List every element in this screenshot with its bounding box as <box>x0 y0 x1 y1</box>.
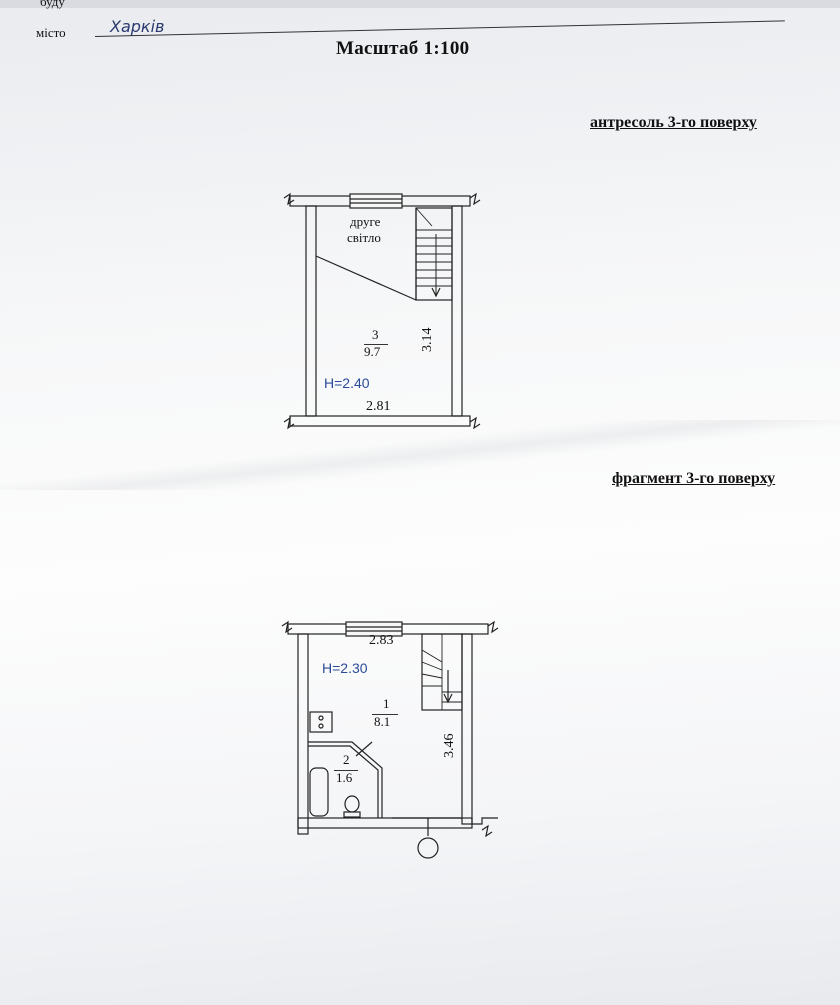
upper-bottom-wall <box>289 415 471 427</box>
upper-width-dim: 2.81 <box>366 399 391 414</box>
upper-stairs-arrow <box>431 287 441 298</box>
room1-area: 8.1 <box>374 714 391 729</box>
city-underline <box>94 20 785 37</box>
upper-left-wall <box>305 205 317 417</box>
lower-entry-circle <box>417 837 439 859</box>
lower-height: H=2.30 <box>322 660 368 676</box>
room2-fraction-line <box>334 770 358 771</box>
room1-fraction-line <box>372 714 398 715</box>
lower-window <box>345 621 403 637</box>
lower-section-title: фрагмент 3-го поверху <box>612 470 776 487</box>
lower-depth-dim: 3.46 <box>442 733 457 759</box>
lower-right-wall <box>461 633 473 825</box>
upper-break-left <box>283 192 295 206</box>
upper-depth-dim: 3.14 <box>420 327 435 353</box>
top-label: буду <box>40 0 65 9</box>
room1-number: 1 <box>383 696 390 711</box>
bathroom-partition <box>308 741 383 818</box>
lower-bottom-wall <box>297 817 473 829</box>
lower-stairs-arrow <box>443 670 453 704</box>
lower-floor-plan <box>281 620 499 859</box>
upper-note-1: друге <box>350 214 381 229</box>
sink <box>309 711 333 733</box>
upper-room-number: 3 <box>372 327 379 342</box>
upper-room-area: 9.7 <box>364 344 381 359</box>
upper-right-wall <box>451 205 463 417</box>
city-value: Харків <box>110 17 165 36</box>
lower-width-dim: 2.83 <box>369 633 394 648</box>
upper-break-right <box>469 192 481 206</box>
city-label: місто <box>36 25 66 40</box>
toilet <box>344 795 360 813</box>
upper-height: H=2.40 <box>324 375 370 391</box>
lower-break-right <box>487 620 499 634</box>
room2-area: 1.6 <box>336 770 353 785</box>
lower-left-wall <box>297 633 309 835</box>
paper-fold <box>0 420 840 490</box>
top-edge <box>0 0 840 8</box>
upper-void-line <box>315 255 417 301</box>
upper-window <box>349 193 403 209</box>
lower-break-left <box>281 620 293 634</box>
upper-note-2: світло <box>347 230 381 245</box>
upper-room-fraction-line <box>364 344 388 345</box>
scale-title: Масштаб 1:100 <box>336 38 470 59</box>
upper-floor-plan <box>283 192 481 430</box>
room2-number: 2 <box>343 752 350 767</box>
bathtub <box>309 767 329 817</box>
upper-section-title: антресоль 3-го поверху <box>590 114 757 131</box>
